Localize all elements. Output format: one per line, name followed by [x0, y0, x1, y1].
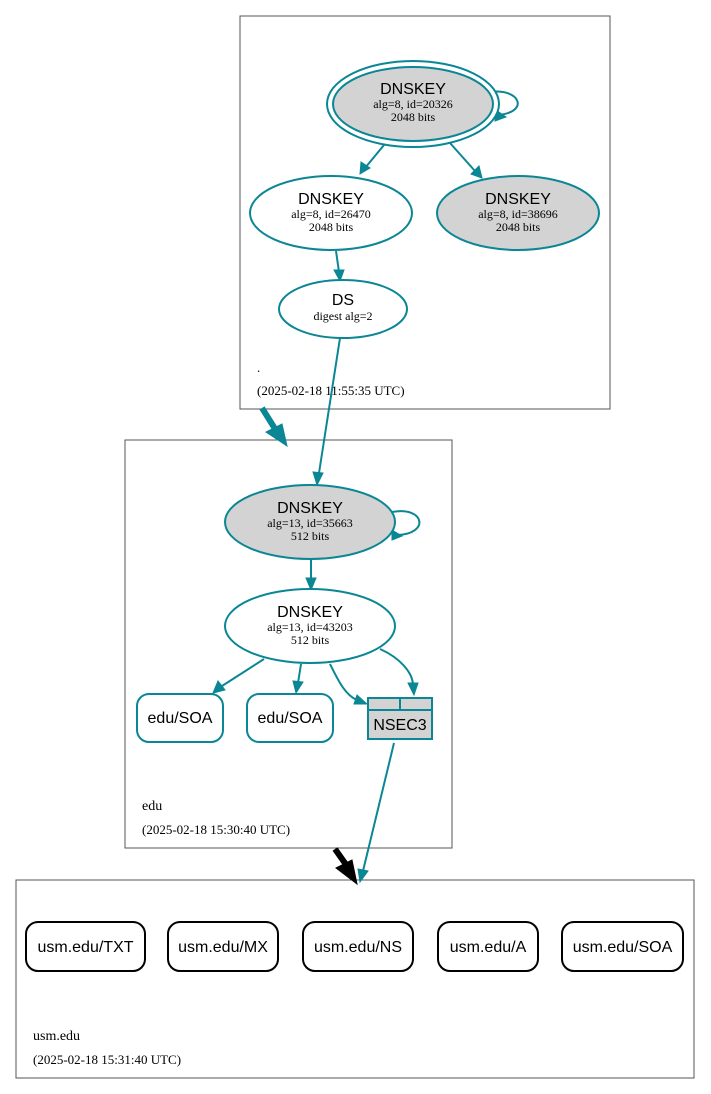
node-root-zsk-26470-line1: alg=8, id=26470	[291, 207, 371, 221]
usm-record-soa-box	[561, 921, 684, 972]
edge-nsec3-to-usm-head	[357, 868, 369, 884]
node-edu-ds: DS digest alg=2	[278, 279, 408, 339]
zone-root-name: .	[257, 360, 260, 375]
node-root-ksk-line1: alg=8, id=20326	[373, 97, 453, 111]
usm-record-a-box	[437, 921, 539, 972]
node-root-zsk-38696-title: DNSKEY	[485, 191, 551, 208]
edge-zsk-to-nsec3-b-head	[407, 682, 419, 697]
usm-record-txt-box	[25, 921, 146, 972]
edge-zsk-to-nsec3-a-head	[353, 694, 369, 705]
node-edu-ds-ellipse	[278, 279, 408, 339]
zone-edu-timestamp: (2025-02-18 15:30:40 UTC)	[142, 822, 290, 837]
usm-record-a-label: usm.edu/A	[450, 939, 527, 956]
edge-ds-to-edu-ksk	[318, 337, 341, 474]
node-edu-ds-line1: digest alg=2	[313, 309, 372, 323]
edge-root-ksk-to-38696-head	[470, 165, 483, 179]
node-root-ksk: DNSKEY alg=8, id=20326 2048 bits	[326, 60, 500, 148]
edge-26470-to-ds	[335, 250, 340, 273]
node-root-ksk-title: DNSKEY	[380, 81, 446, 98]
node-root-zsk-38696-line1: alg=8, id=38696	[478, 207, 558, 221]
usm-record-ns: usm.edu/NS	[302, 921, 414, 972]
node-root-zsk-26470-line2: 2048 bits	[309, 220, 354, 234]
node-edu-zsk-title: DNSKEY	[277, 604, 343, 621]
node-nsec3-label: NSEC3	[373, 717, 426, 734]
node-edu-zsk-line2: 512 bits	[291, 633, 330, 647]
node-edu-zsk-ellipse	[224, 588, 396, 664]
edge-26470-to-ds-head	[333, 269, 345, 283]
edge-zsk-to-nsec3-b	[379, 648, 414, 685]
edge-zsk-to-soa2	[297, 663, 302, 684]
node-edu-ksk-line2: 512 bits	[291, 529, 330, 543]
edge-edu-ksk-self-head	[391, 529, 404, 541]
node-root-zsk-26470-title: DNSKEY	[298, 191, 364, 208]
node-root-zsk-26470: DNSKEY alg=8, id=26470 2048 bits	[249, 175, 413, 251]
node-root-zsk-38696-line2: 2048 bits	[496, 220, 541, 234]
node-edu-ksk-ellipse	[224, 484, 396, 560]
edge-root-ksk-to-26470-head	[359, 161, 371, 175]
usm-record-ns-label: usm.edu/NS	[314, 939, 402, 956]
edge-nsec3-to-usm	[362, 742, 395, 872]
edge-root-ksk-self	[489, 90, 519, 116]
usm-record-mx-label: usm.edu/MX	[178, 939, 268, 956]
edge-zsk-to-nsec3-a	[329, 663, 358, 701]
edge-zsk-to-soa1-head	[212, 680, 226, 694]
node-edu-zsk: DNSKEY alg=13, id=43203 512 bits	[224, 588, 396, 664]
delegation-root-to-edu-head	[265, 423, 288, 448]
usm-record-a: usm.edu/A	[437, 921, 539, 972]
node-root-zsk-26470-ellipse	[249, 175, 413, 251]
delegation-edu-to-usm-head	[335, 859, 358, 886]
zone-usm-box	[15, 879, 695, 1079]
zone-usm-name: usm.edu	[33, 1029, 80, 1044]
zone-usm-timestamp: (2025-02-18 15:31:40 UTC)	[33, 1052, 181, 1067]
node-edu-ksk: DNSKEY alg=13, id=35663 512 bits	[224, 484, 396, 560]
node-edu-soa-2-box	[246, 693, 334, 743]
node-root-ksk-line2: 2048 bits	[391, 110, 436, 124]
node-edu-zsk-line1: alg=13, id=43203	[267, 620, 353, 634]
usm-record-mx: usm.edu/MX	[167, 921, 279, 972]
edge-root-ksk-to-38696	[449, 142, 476, 172]
usm-record-soa-label: usm.edu/SOA	[573, 939, 673, 956]
usm-record-ns-box	[302, 921, 414, 972]
node-edu-soa-1-label: edu/SOA	[148, 710, 213, 727]
usm-record-mx-box	[167, 921, 279, 972]
edge-zsk-to-soa1	[221, 658, 265, 687]
edge-root-ksk-to-26470	[364, 144, 385, 169]
node-edu-ds-title: DS	[332, 292, 354, 309]
node-root-zsk-38696: DNSKEY alg=8, id=38696 2048 bits	[436, 175, 600, 251]
edge-ds-to-edu-ksk-head	[312, 471, 324, 487]
node-edu-ksk-line1: alg=13, id=35663	[267, 516, 353, 530]
usm-record-soa: usm.edu/SOA	[561, 921, 684, 972]
usm-record-txt: usm.edu/TXT	[25, 921, 146, 972]
zone-root-timestamp: (2025-02-18 11:55:35 UTC)	[257, 383, 405, 398]
edge-edu-ksk-self	[391, 510, 421, 536]
edge-zsk-to-soa2-head	[292, 680, 304, 695]
node-edu-ksk-title: DNSKEY	[277, 500, 343, 517]
node-edu-soa-1: edu/SOA	[136, 693, 224, 743]
node-edu-soa-2: edu/SOA	[246, 693, 334, 743]
usm-record-txt-label: usm.edu/TXT	[37, 939, 133, 956]
node-edu-soa-1-box	[136, 693, 224, 743]
edge-edu-ksk-to-zsk-head	[305, 577, 317, 592]
node-root-ksk-inner	[332, 66, 494, 142]
zone-edu-name: edu	[142, 799, 162, 814]
node-nsec3: NSEC3	[367, 697, 433, 740]
node-root-zsk-38696-ellipse	[436, 175, 600, 251]
node-edu-soa-2-label: edu/SOA	[258, 710, 323, 727]
